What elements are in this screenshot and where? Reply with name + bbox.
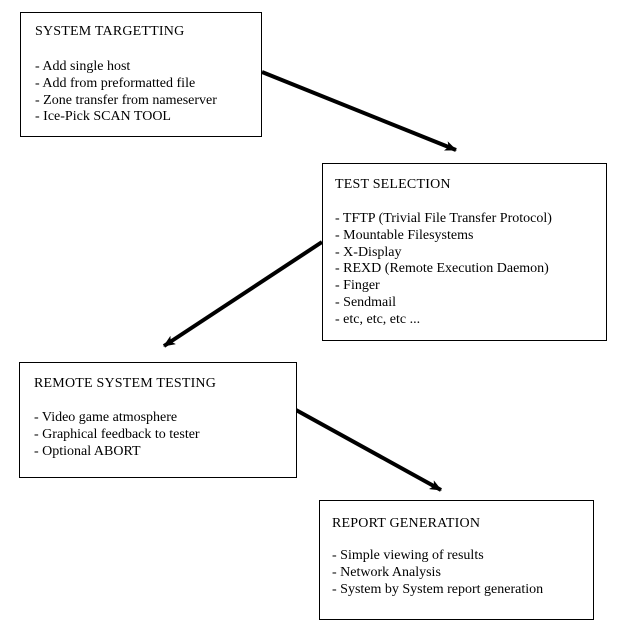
system-targetting-title: SYSTEM TARGETTING <box>35 24 185 39</box>
list-item: Add single host <box>35 59 261 76</box>
remote-system-testing-list: Video game atmosphere Graphical feedback… <box>34 410 296 460</box>
list-item: Ice-Pick SCAN TOOL <box>35 109 261 126</box>
arrow-targeting-to-selection <box>261 70 457 152</box>
test-selection-list: TFTP (Trivial File Transfer Protocol) Mo… <box>335 211 606 329</box>
test-selection-box: TEST SELECTION TFTP (Trivial File Transf… <box>322 163 607 341</box>
list-item: Simple viewing of results <box>332 548 593 565</box>
remote-system-testing-title: REMOTE SYSTEM TESTING <box>34 376 217 391</box>
list-item: System by System report generation <box>332 582 593 599</box>
list-item: Sendmail <box>335 295 606 312</box>
list-item: Zone transfer from nameserver <box>35 93 261 110</box>
arrow-testing-to-report <box>295 408 442 492</box>
list-item: Optional ABORT <box>34 444 296 461</box>
arrow-selection-to-testing <box>162 240 324 348</box>
list-item: etc, etc, etc ... <box>335 312 606 329</box>
report-generation-list: Simple viewing of results Network Analys… <box>332 548 593 598</box>
list-item: Finger <box>335 278 606 295</box>
list-item: Network Analysis <box>332 565 593 582</box>
list-item: Video game atmosphere <box>34 410 296 427</box>
report-generation-title: REPORT GENERATION <box>332 516 481 531</box>
system-targetting-box: SYSTEM TARGETTING Add single host Add fr… <box>20 12 262 137</box>
test-selection-title: TEST SELECTION <box>335 177 451 192</box>
list-item: X-Display <box>335 245 606 262</box>
list-item: Mountable Filesystems <box>335 228 606 245</box>
report-generation-box: REPORT GENERATION Simple viewing of resu… <box>319 500 594 620</box>
remote-system-testing-box: REMOTE SYSTEM TESTING Video game atmosph… <box>19 362 297 478</box>
list-item: Add from preformatted file <box>35 76 261 93</box>
list-item: REXD (Remote Execution Daemon) <box>335 261 606 278</box>
list-item: TFTP (Trivial File Transfer Protocol) <box>335 211 606 228</box>
system-targetting-list: Add single host Add from preformatted fi… <box>35 59 261 126</box>
list-item: Graphical feedback to tester <box>34 427 296 444</box>
